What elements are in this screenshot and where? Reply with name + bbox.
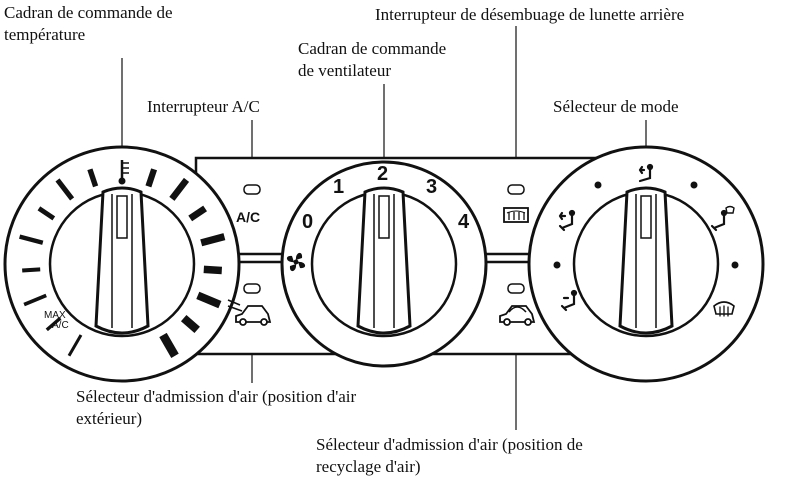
label-ac-switch: Interrupteur A/C [147, 97, 260, 116]
ac-indicator-light [243, 184, 261, 195]
max-ac-label-line1: MAX [44, 310, 66, 321]
temperature-tick [169, 177, 190, 201]
recirculate-indicator-light [507, 283, 525, 294]
temperature-tick [87, 168, 99, 188]
recirculate-car-icon [499, 305, 536, 326]
temperature-scale [19, 168, 226, 358]
temperature-tick [196, 291, 222, 309]
air-intake-recirculate-switch[interactable] [499, 283, 536, 326]
mode-position-dots [553, 181, 739, 269]
windshield-defrost-icon [713, 301, 735, 317]
face-vent-icon [638, 163, 654, 183]
temperature-tick [19, 234, 44, 245]
mode-pointer [640, 195, 652, 239]
thermometer-icon [118, 160, 129, 185]
temperature-tick [37, 206, 56, 221]
temperature-tick [67, 334, 83, 357]
outside-air-car-icon [227, 299, 272, 326]
ac-switch[interactable]: A/C [236, 184, 261, 225]
temperature-tick [22, 267, 41, 273]
label-temperature-dial: Cadran de commande de température [4, 3, 173, 44]
fan-dial[interactable]: 0 1 2 3 4 [280, 160, 488, 368]
label-rear-defogger-switch: Interrupteur de désembuage de lunette ar… [375, 5, 685, 24]
label-air-intake-recirculate: Sélecteur d'admission d'air (position de… [316, 435, 583, 476]
air-intake-outside-switch[interactable] [227, 283, 272, 326]
temperature-tick [145, 168, 158, 188]
temperature-tick [180, 314, 200, 334]
temperature-tick [159, 332, 179, 358]
temperature-tick [55, 178, 75, 201]
fan-icon [286, 252, 306, 272]
temperature-dial[interactable]: MAX A/C [3, 145, 241, 383]
rear-defogger-indicator-light [507, 184, 525, 195]
mode-selector-dial[interactable] [527, 145, 765, 383]
temperature-pointer [116, 195, 128, 239]
temperature-tick [188, 205, 207, 222]
temperature-tick [200, 233, 226, 247]
label-air-intake-outside: Sélecteur d'admission d'air (position d'… [76, 387, 357, 428]
face-floor-vent-icon [558, 209, 576, 232]
fan-speed-0: 0 [302, 211, 313, 233]
temperature-tick [203, 265, 223, 275]
rear-defogger-switch[interactable] [503, 184, 529, 223]
ac-button-label: A/C [236, 209, 260, 225]
fan-speed-1: 1 [333, 176, 344, 198]
fan-speed-4: 4 [458, 211, 470, 233]
fan-pointer [378, 195, 390, 239]
floor-vent-icon [560, 289, 578, 312]
label-fan-dial: Cadran de commande de ventilateur [298, 39, 447, 80]
outside-air-indicator-light [243, 283, 261, 294]
fan-speed-2: 2 [377, 163, 388, 185]
temperature-tick [45, 316, 62, 332]
temperature-tick [23, 293, 47, 307]
max-ac-label-line2: A/C [52, 320, 69, 331]
rear-defogger-icon [503, 207, 529, 223]
floor-defrost-icon [710, 205, 735, 232]
fan-speed-3: 3 [426, 176, 437, 198]
label-mode-selector: Sélecteur de mode [553, 97, 679, 116]
